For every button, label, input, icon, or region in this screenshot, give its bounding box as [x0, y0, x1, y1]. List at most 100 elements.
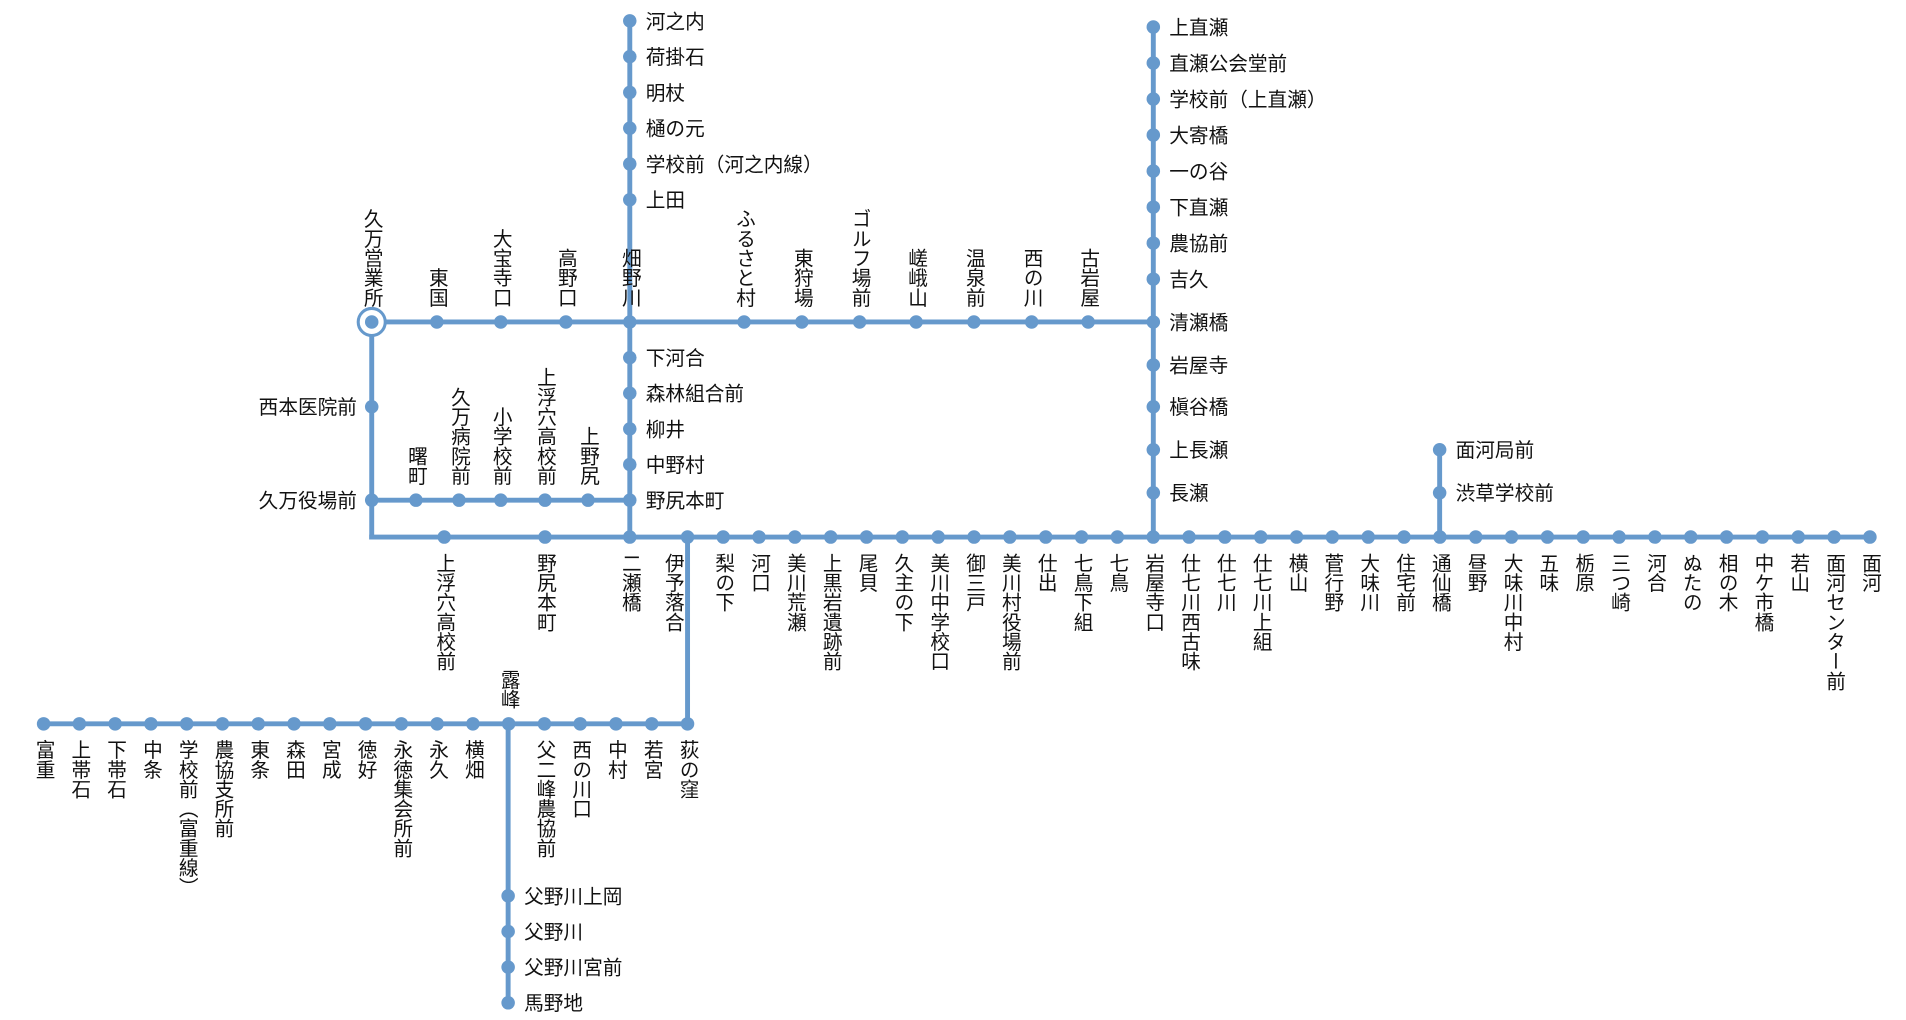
bus-stop[interactable]: 面河センター前: [1823, 530, 1846, 691]
bus-stop[interactable]: 梨の下: [712, 530, 735, 612]
bus-stop[interactable]: 西本医院前: [259, 396, 379, 419]
bus-stop[interactable]: 柳井: [623, 418, 685, 441]
bus-stop[interactable]: 伊予落合: [661, 530, 695, 632]
bus-stop[interactable]: 久万病院前: [447, 387, 470, 507]
bus-stop[interactable]: 学校前（上直瀬）: [1146, 88, 1327, 111]
bus-stop[interactable]: 父野川: [501, 921, 583, 944]
bus-stop[interactable]: 久万営業所: [356, 209, 387, 338]
bus-stop[interactable]: 父野川宮前: [501, 957, 622, 980]
bus-stop[interactable]: 一の谷: [1146, 160, 1229, 183]
bus-stop[interactable]: 荷掛石: [623, 46, 705, 69]
bus-stop[interactable]: 槇谷橋: [1146, 396, 1229, 419]
bus-stop[interactable]: 住宅前: [1393, 530, 1416, 612]
bus-stop[interactable]: 父二峰農協前: [533, 717, 556, 858]
bus-stop[interactable]: 久主の下: [891, 530, 914, 632]
bus-stop[interactable]: 七鳥: [1106, 530, 1129, 593]
bus-stop[interactable]: 五味: [1536, 530, 1559, 592]
bus-stop[interactable]: 学校前（富重線）: [175, 717, 198, 897]
bus-stop[interactable]: 直瀬公会堂前: [1146, 52, 1288, 75]
bus-stop[interactable]: 森林組合前: [623, 383, 744, 406]
bus-stop[interactable]: 永久: [426, 717, 449, 779]
bus-stop[interactable]: 曙町: [404, 446, 427, 507]
bus-stop[interactable]: 面河: [1858, 530, 1881, 592]
bus-stop[interactable]: 上田: [623, 189, 685, 212]
bus-stop[interactable]: 中条: [139, 717, 162, 779]
bus-stop[interactable]: 東条: [247, 717, 270, 779]
bus-stop[interactable]: 久万役場前: [259, 490, 379, 513]
bus-stop[interactable]: 荻の窪: [676, 717, 699, 799]
bus-stop[interactable]: 美川村役場前: [998, 530, 1021, 671]
bus-stop[interactable]: 若宮: [640, 717, 663, 779]
bus-stop[interactable]: 温泉前: [962, 248, 985, 329]
bus-stop[interactable]: 相の木: [1715, 530, 1738, 612]
bus-stop[interactable]: 下河合: [623, 347, 705, 370]
bus-stop[interactable]: 通仙橋: [1428, 530, 1451, 613]
bus-stop[interactable]: 徳好: [354, 717, 377, 779]
bus-stop[interactable]: 大味川: [1357, 530, 1380, 612]
bus-stop[interactable]: 面河局前: [1432, 439, 1534, 462]
bus-stop[interactable]: 仕七川上組: [1249, 530, 1272, 651]
bus-stop[interactable]: 横畑: [461, 717, 484, 779]
bus-stop[interactable]: 美川荒瀬: [783, 530, 806, 632]
bus-stop[interactable]: 学校前（河之内線）: [623, 153, 823, 176]
bus-stop[interactable]: 父野川上岡: [501, 885, 622, 908]
bus-stop[interactable]: 樋の元: [623, 118, 705, 141]
bus-stop[interactable]: 野尻本町: [534, 530, 557, 632]
bus-stop[interactable]: 御三戸: [963, 530, 986, 612]
bus-stop[interactable]: 下帯石: [104, 717, 127, 799]
bus-stop[interactable]: 美川中学校口: [927, 530, 950, 671]
bus-stop[interactable]: 農協前: [1146, 232, 1229, 255]
bus-stop[interactable]: 仕七川: [1213, 530, 1236, 612]
bus-stop[interactable]: 七鳥下組: [1070, 530, 1093, 632]
bus-stop[interactable]: 上直瀬: [1146, 16, 1229, 39]
bus-stop[interactable]: 野尻本町: [623, 490, 724, 513]
bus-stop[interactable]: 岩屋寺: [1146, 354, 1229, 377]
bus-stop[interactable]: 昼野: [1464, 530, 1487, 592]
bus-stop[interactable]: 大寄橋: [1146, 124, 1229, 147]
bus-stop[interactable]: 高野口: [554, 248, 577, 329]
bus-stop[interactable]: 河合: [1643, 530, 1666, 592]
bus-stop[interactable]: 上黒岩遺跡前: [819, 530, 842, 671]
bus-stop[interactable]: ぬたの: [1679, 530, 1702, 612]
bus-stop[interactable]: 吉久: [1146, 268, 1209, 291]
bus-stop[interactable]: 馬野地: [501, 992, 583, 1015]
bus-stop[interactable]: 三つ崎: [1608, 530, 1631, 612]
bus-stop[interactable]: 横山: [1285, 530, 1308, 592]
bus-stop[interactable]: 中村: [604, 717, 627, 779]
bus-stop[interactable]: 仕出: [1034, 530, 1057, 592]
bus-stop[interactable]: 中野村: [623, 454, 705, 477]
bus-stop[interactable]: 富重: [32, 717, 55, 779]
bus-stop[interactable]: 栃原: [1572, 530, 1595, 592]
bus-stop[interactable]: 渋草学校前: [1432, 482, 1554, 505]
bus-stop[interactable]: 上帯石: [68, 717, 91, 799]
bus-stop[interactable]: 明杖: [623, 82, 685, 105]
bus-stop[interactable]: 河口: [748, 530, 771, 592]
bus-stop[interactable]: 宮成: [318, 717, 341, 779]
bus-stop[interactable]: 上野尻: [577, 426, 600, 507]
bus-stop[interactable]: 小学校前: [489, 407, 512, 507]
bus-stop[interactable]: 東狩場: [790, 248, 813, 329]
bus-stop[interactable]: 尾貝: [855, 530, 878, 592]
bus-stop[interactable]: 西の川: [1020, 248, 1043, 329]
bus-stop[interactable]: ふるさと村: [733, 209, 756, 329]
bus-stop[interactable]: 嵯峨山: [905, 248, 928, 329]
bus-stop[interactable]: 二瀬橋: [618, 530, 641, 613]
bus-stop[interactable]: 西の川口: [569, 717, 592, 818]
bus-stop[interactable]: 大宝寺口: [489, 229, 512, 329]
bus-stop[interactable]: 仕七川西古味: [1178, 530, 1201, 671]
bus-stop[interactable]: 菅行野: [1321, 530, 1344, 612]
bus-stop[interactable]: 岩屋寺口: [1142, 530, 1165, 632]
bus-stop[interactable]: 清瀬橋: [1146, 311, 1229, 334]
bus-stop[interactable]: 森田: [283, 717, 306, 779]
bus-stop[interactable]: 長瀬: [1146, 482, 1209, 505]
bus-stop[interactable]: 大味川中村: [1500, 530, 1523, 651]
bus-stop[interactable]: 東国: [425, 268, 448, 329]
bus-stop[interactable]: 上浮穴高校前: [534, 367, 557, 507]
bus-stop[interactable]: 農協支所前: [211, 717, 234, 838]
bus-stop[interactable]: 上長瀬: [1146, 439, 1229, 462]
bus-stop[interactable]: 下直瀬: [1146, 196, 1229, 219]
bus-stop[interactable]: 古岩屋: [1077, 248, 1100, 329]
bus-stop[interactable]: 若山: [1787, 530, 1810, 592]
bus-stop[interactable]: 露峰: [497, 670, 520, 731]
bus-stop[interactable]: 上浮穴高校前: [433, 530, 456, 671]
